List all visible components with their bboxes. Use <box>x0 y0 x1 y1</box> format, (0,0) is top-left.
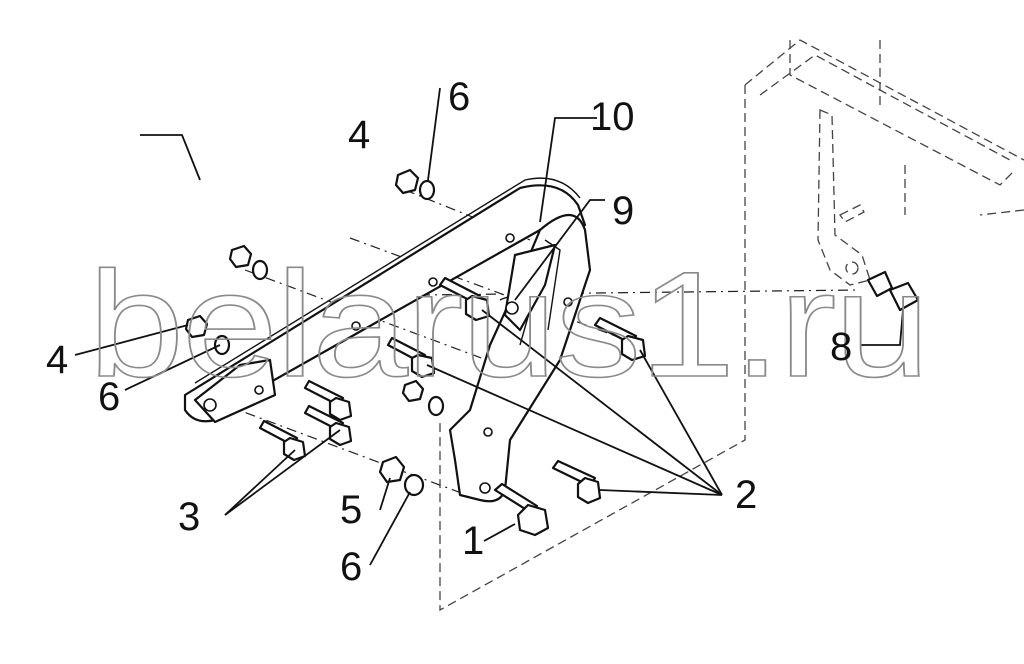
callout-2: 2 <box>735 473 757 517</box>
callout-3: 3 <box>178 495 200 539</box>
callout-10: 10 <box>590 95 635 139</box>
callout-4-top: 4 <box>348 113 370 157</box>
watermark: belarus1.ru <box>88 240 928 408</box>
mounting-frame-outline <box>439 39 1024 612</box>
callout-labels: 1 2 3 4 4 5 6 6 6 8 9 10 <box>46 75 852 589</box>
callout-9: 9 <box>612 189 634 233</box>
callout-8: 8 <box>830 325 852 369</box>
bolt-set <box>258 276 647 537</box>
callout-4-left: 4 <box>46 338 68 382</box>
leader-lines <box>74 87 904 566</box>
callout-5: 5 <box>340 488 362 532</box>
callout-6-left: 6 <box>98 375 120 419</box>
main-bracket <box>183 177 592 503</box>
callout-6-bottom: 6 <box>340 545 362 589</box>
nuts-and-washers <box>184 168 920 497</box>
callout-1: 1 <box>462 519 484 563</box>
callout-6-top: 6 <box>448 75 470 119</box>
